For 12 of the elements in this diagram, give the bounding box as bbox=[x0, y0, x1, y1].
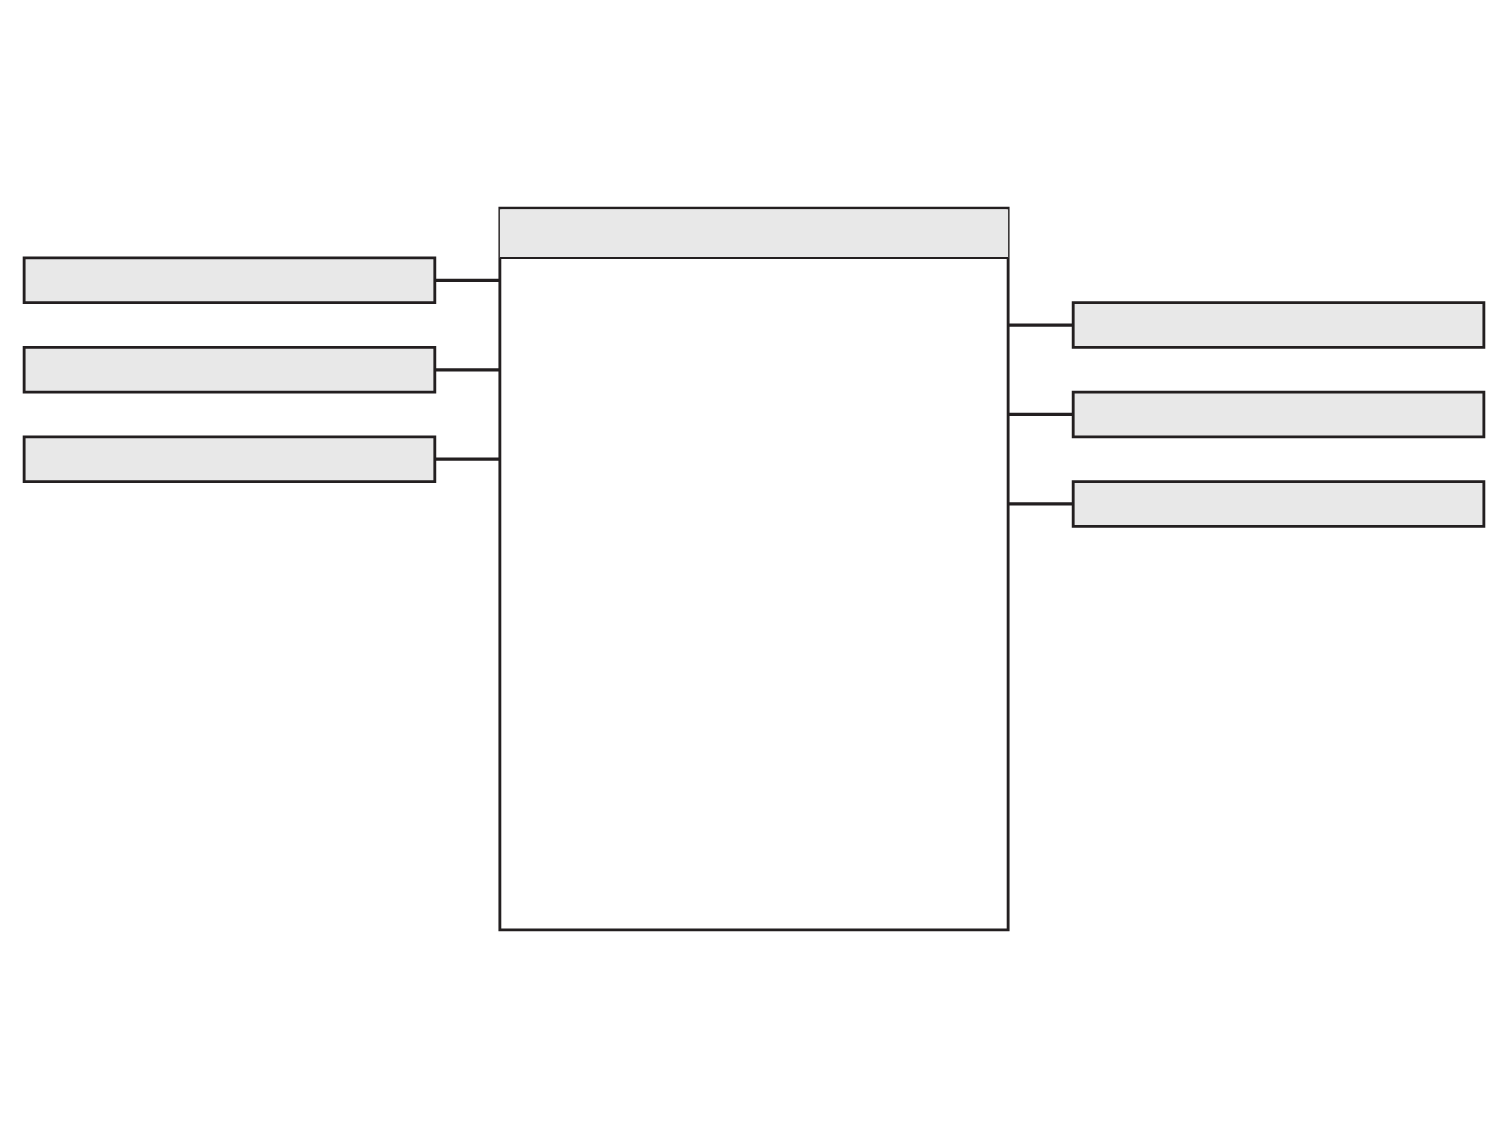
node-box bbox=[1071, 390, 1486, 439]
node-box bbox=[1071, 301, 1486, 349]
connector bbox=[434, 457, 500, 461]
connector bbox=[1008, 412, 1074, 417]
connector bbox=[434, 278, 500, 282]
node-box bbox=[22, 435, 437, 483]
connector bbox=[434, 368, 500, 372]
connector bbox=[1008, 323, 1074, 327]
connector bbox=[1008, 502, 1074, 506]
node-box bbox=[1071, 480, 1486, 528]
node-box bbox=[22, 256, 437, 305]
node-box bbox=[22, 345, 437, 394]
